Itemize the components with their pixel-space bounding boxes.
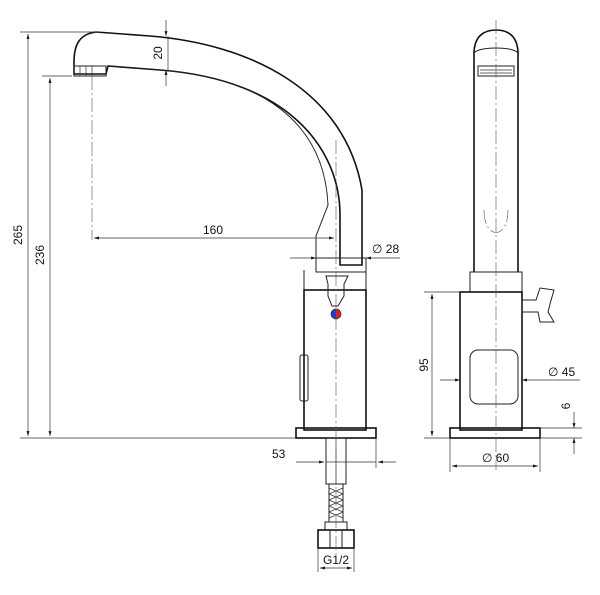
dim-spout-thickness: 20	[151, 46, 165, 60]
dim-outlet-height: 236	[33, 245, 47, 265]
dim-base-diameter: ∅ 60	[482, 451, 509, 465]
aerator	[73, 65, 107, 77]
dimension-lines: 265 236 20 160 ∅ 28 95 ∅ 45 6	[11, 20, 582, 572]
front-lever	[521, 287, 555, 323]
dim-thread-size: G1/2	[323, 553, 349, 567]
dim-total-height: 265	[11, 225, 25, 245]
faucet-body	[303, 289, 367, 431]
spout-collar	[315, 257, 367, 273]
dim-base-thickness: 6	[559, 402, 573, 409]
spout-inner-contour	[107, 65, 329, 260]
front-sensor-window	[469, 349, 519, 405]
dim-spout-diameter: ∅ 28	[372, 242, 399, 256]
dim-shank-offset: 53	[272, 447, 286, 461]
front-base	[449, 427, 541, 439]
dim-body-diameter: ∅ 45	[548, 365, 575, 379]
dim-body-height: 95	[417, 358, 431, 372]
side-view	[73, 31, 377, 560]
sensor-window	[299, 354, 309, 402]
front-body	[459, 291, 523, 431]
front-view	[449, 20, 555, 470]
lever-handle	[325, 275, 349, 307]
dim-reach: 160	[203, 223, 223, 237]
hot-cold-indicator	[330, 308, 342, 320]
